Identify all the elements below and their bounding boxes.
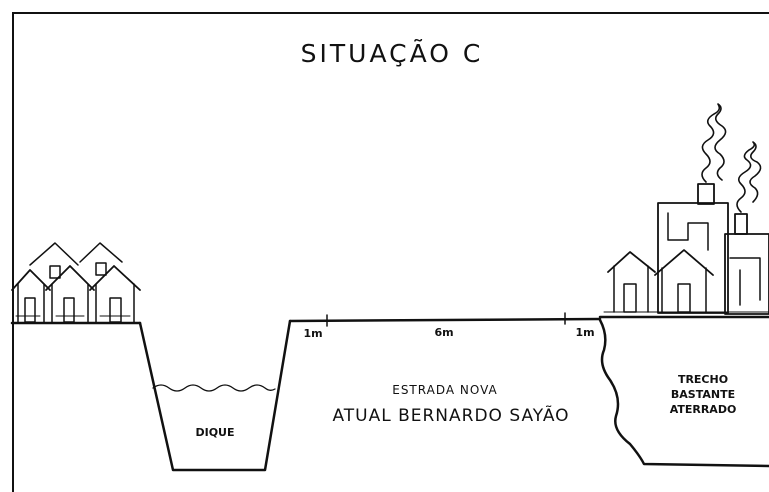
road-surface (288, 312, 602, 327)
dike-channel (138, 319, 292, 472)
road-right-margin-label: 1m (575, 326, 594, 339)
landfill-label-line-2: BASTANTE (671, 388, 735, 401)
factory-buildings (657, 103, 769, 315)
left-houses (10, 242, 142, 325)
landfill-label-line-1: TRECHO (678, 373, 728, 386)
road-left-margin-label: 1m (303, 327, 322, 340)
road-current-name-label: ATUAL BERNARDO SAYÃO (332, 404, 569, 426)
road-width-label: 6m (434, 326, 453, 339)
right-houses (607, 249, 714, 313)
dike-label: DIQUE (195, 426, 234, 439)
road-name-label: ESTRADA NOVA (392, 383, 498, 397)
landfill-label-line-3: ATERRADO (670, 403, 737, 416)
diagram-frame (12, 12, 769, 492)
diagram-title: SITUAÇÃO C (301, 38, 484, 68)
